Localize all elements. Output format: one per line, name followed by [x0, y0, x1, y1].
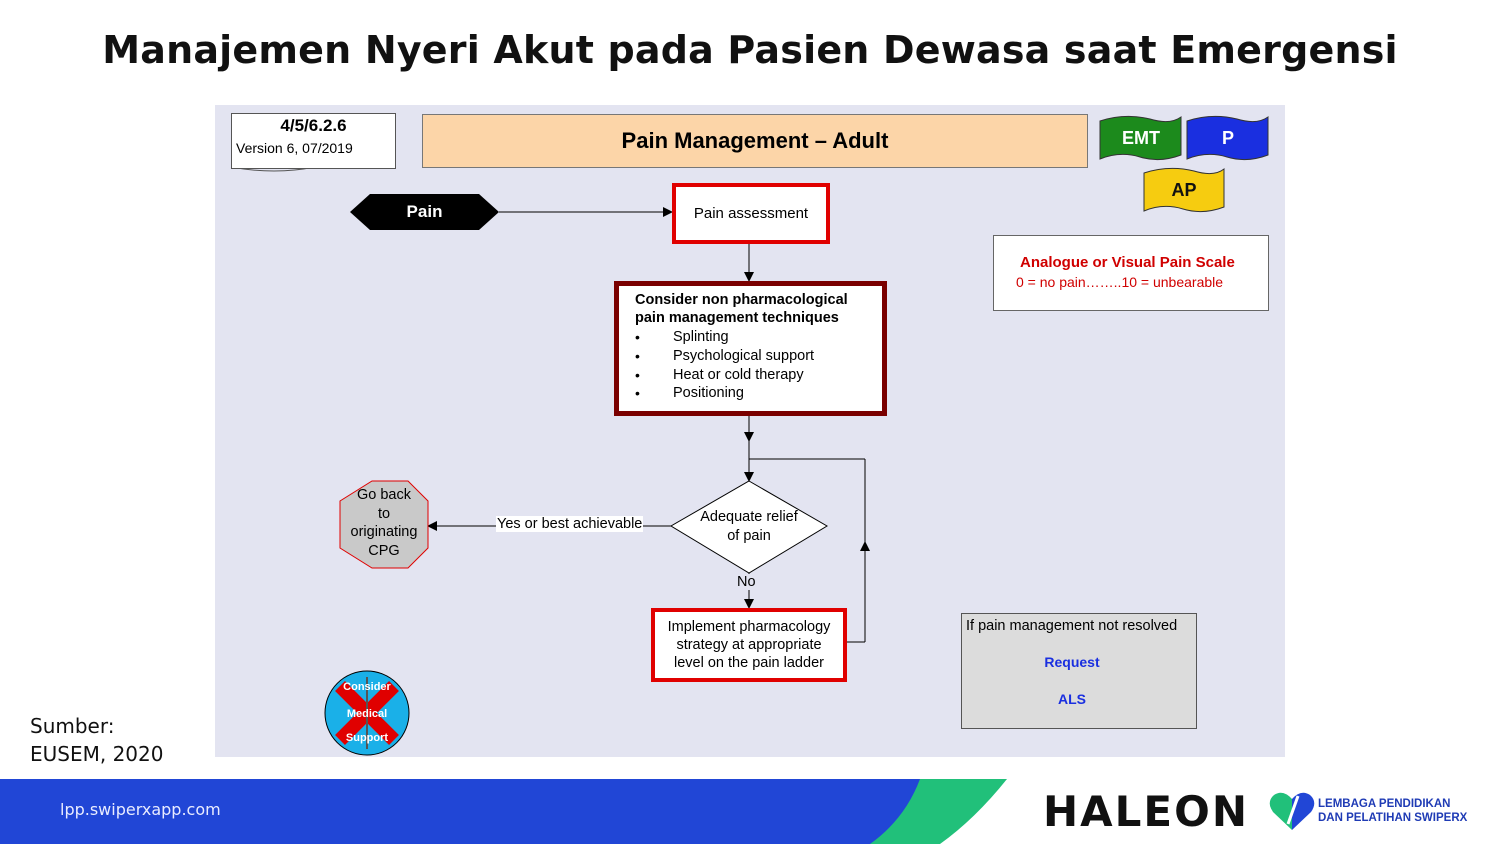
als-title: If pain management not resolved	[966, 618, 1178, 634]
yes-label: Yes or best achievable	[496, 516, 644, 532]
implement-box: Implement pharmacology strategy at appro…	[651, 608, 847, 682]
flowchart-connectors	[230, 115, 1269, 756]
decision-line-2: of pain	[727, 528, 771, 544]
nonpharm-title-1: Consider non pharmacological	[635, 292, 848, 308]
pain-start-label: Pain	[406, 202, 443, 221]
pain-start-shape	[350, 194, 499, 230]
flag-ap-label: AP	[1171, 179, 1197, 200]
source-note: Sumber: EUSEM, 2020	[30, 712, 163, 768]
goback-line: originating	[350, 524, 418, 540]
implement-line: Implement pharmacology	[667, 619, 831, 635]
flowchart: 4/5/6.2.6 Version 6, 07/2019 Pain Manage…	[215, 105, 1285, 757]
swiperx-heart-icon	[1269, 792, 1315, 830]
footer-band	[0, 779, 1007, 844]
pain-scale-title: Analogue or Visual Pain Scale	[1020, 254, 1235, 271]
pain-scale-range: 0 = no pain……..10 = unbearable	[1016, 274, 1224, 290]
flag-ap-shape	[1143, 167, 1225, 213]
page-title: Manajemen Nyeri Akut pada Pasien Dewasa …	[102, 28, 1398, 72]
lembaga-line-1: LEMBAGA PENDIDIKAN	[1318, 798, 1451, 810]
nonpharm-item: Heat or cold therapy	[673, 367, 804, 383]
lembaga-line-2: DAN PELATIHAN SWIPERX	[1318, 812, 1468, 824]
medical-line: Support	[345, 732, 389, 744]
implement-line: level on the pain ladder	[674, 655, 824, 671]
als-request: Request	[1044, 654, 1100, 670]
medical-support-emblem	[324, 670, 410, 756]
version-code: 4/5/6.2.6	[280, 116, 347, 135]
no-label: No	[737, 574, 756, 590]
protocol-header: Pain Management – Adult	[422, 114, 1088, 168]
decision-text: Adequate relief of pain	[671, 508, 827, 546]
flag-emt-shape	[1099, 115, 1182, 161]
nonpharm-item: Splinting	[673, 329, 729, 345]
decision-line-1: Adequate relief	[700, 509, 798, 525]
flag-p-label: P	[1221, 127, 1234, 148]
footer-url[interactable]: lpp.swiperxapp.com	[60, 800, 221, 819]
nonpharm-box: Consider non pharmacological pain manage…	[614, 281, 887, 416]
pain-scale-box: Analogue or Visual Pain Scale 0 = no pai…	[993, 235, 1269, 311]
goback-text: Go back to originating CPG	[340, 486, 428, 560]
flag-p-shape	[1186, 115, 1269, 161]
source-value: EUSEM, 2020	[30, 742, 164, 766]
nonpharm-title-2: pain management techniques	[635, 310, 839, 326]
goback-octagon	[339, 480, 429, 569]
version-box: 4/5/6.2.6 Version 6, 07/2019	[231, 113, 396, 169]
medical-support-text: Consider Medical Support	[325, 680, 409, 745]
nonpharm-item: Positioning	[673, 385, 744, 401]
pain-assessment-box: Pain assessment	[672, 183, 830, 244]
source-label: Sumber:	[30, 714, 115, 738]
goback-line: to	[377, 505, 391, 522]
version-text: Version 6, 07/2019	[236, 140, 353, 156]
goback-line: CPG	[368, 542, 400, 559]
medical-line: Medical	[346, 708, 388, 720]
nonpharm-item: Psychological support	[673, 348, 815, 364]
als-label: ALS	[1058, 691, 1086, 707]
als-box: If pain management not resolved	[961, 613, 1197, 729]
goback-line: Go back	[357, 487, 411, 503]
implement-line: strategy at appropriate	[676, 637, 822, 653]
medical-line: Consider	[343, 681, 391, 693]
haleon-logo: HALEON	[1043, 787, 1249, 836]
lembaga-logo-text: LEMBAGA PENDIDIKAN DAN PELATIHAN SWIPERX	[1318, 797, 1467, 825]
flag-emt-label: EMT	[1122, 127, 1160, 148]
